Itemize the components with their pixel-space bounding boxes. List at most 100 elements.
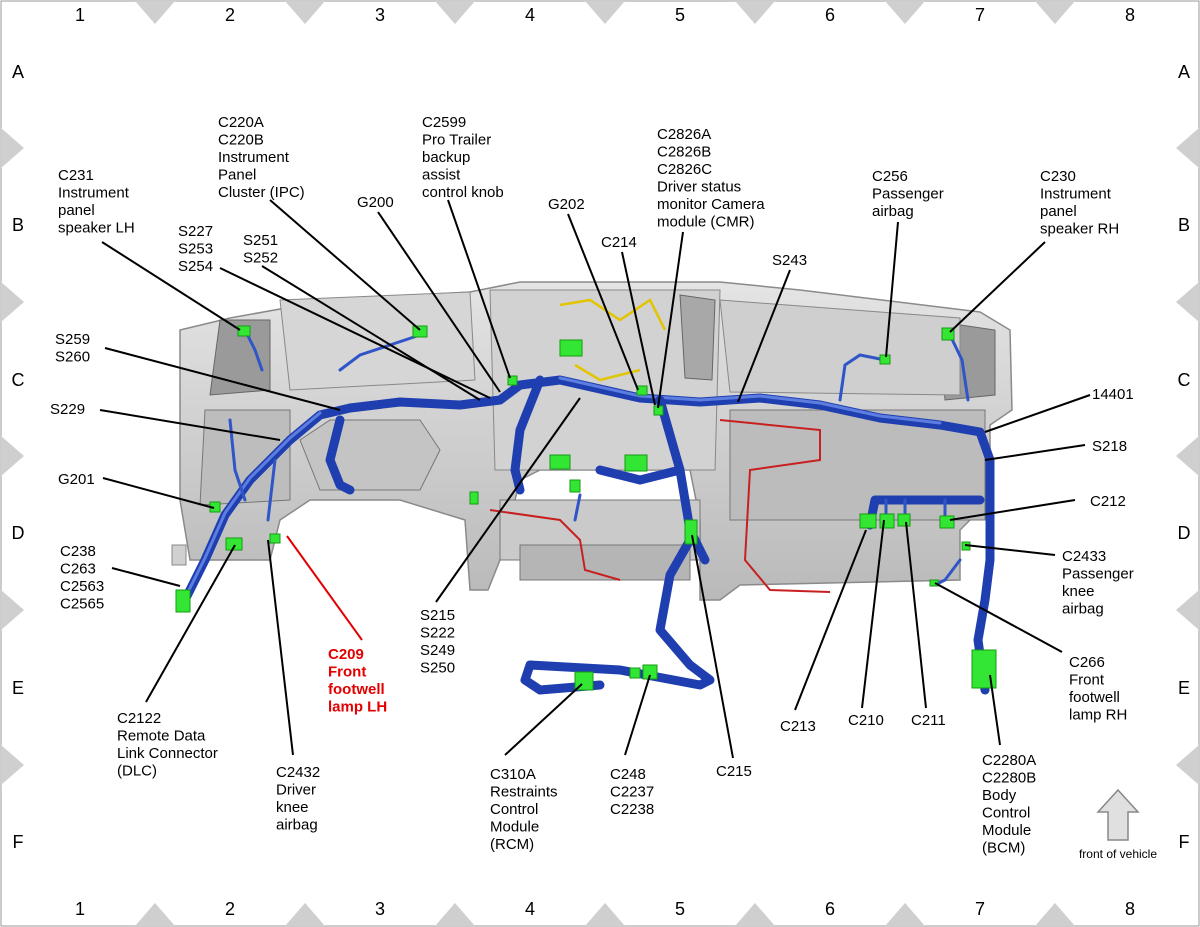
grid-label: D <box>1178 523 1191 543</box>
grid-label: D <box>12 523 25 543</box>
grid-marker <box>1 590 24 630</box>
callout-line: S249 <box>420 642 455 659</box>
grid-marker <box>1176 590 1199 630</box>
grid-label: B <box>12 215 24 235</box>
callout-line: G201 <box>58 471 95 488</box>
grid-marker <box>885 903 925 926</box>
callout-line: C212 <box>1090 493 1126 510</box>
grid-label: C <box>12 370 25 390</box>
callout-line: airbag <box>872 203 914 220</box>
grid-marker <box>885 1 925 24</box>
grid-marker <box>1035 1 1075 24</box>
callout-line: Control <box>982 805 1030 822</box>
grid-marker <box>285 903 325 926</box>
callout-line: S229 <box>50 401 85 418</box>
callout-line: (RCM) <box>490 836 534 853</box>
callout-line: (BCM) <box>982 840 1025 857</box>
callout-c215: C215 <box>716 763 752 780</box>
callout-c214: C214 <box>601 234 637 251</box>
callout-line: S252 <box>243 250 278 267</box>
callout-line: control knob <box>422 184 504 201</box>
grid-label: F <box>1179 832 1190 852</box>
grid-label: 3 <box>375 5 385 25</box>
callout-line: C2826B <box>657 144 711 161</box>
callout-line: C310A <box>490 766 536 783</box>
grid-label: 1 <box>75 5 85 25</box>
callout-line: C266 <box>1069 654 1105 671</box>
callout-line: (DLC) <box>117 763 157 780</box>
callout-g201: G201 <box>58 471 95 488</box>
grid-label: 2 <box>225 5 235 25</box>
callout-line: monitor Camera <box>657 196 765 213</box>
grid-label: E <box>12 678 24 698</box>
grid-marker <box>585 903 625 926</box>
callout-line: knee <box>276 799 309 816</box>
callout-line: S253 <box>178 241 213 258</box>
callout-c213: C213 <box>780 718 816 735</box>
callout-line: C210 <box>848 712 884 729</box>
grid-label: 6 <box>825 5 835 25</box>
callout-line: S259 <box>55 331 90 348</box>
callout-line: C230 <box>1040 168 1076 185</box>
callout-line: C2280A <box>982 752 1036 769</box>
front-of-vehicle-label: front of vehicle <box>1079 847 1157 861</box>
grid-marker <box>1 128 24 168</box>
grid-marker <box>735 1 775 24</box>
front-of-vehicle-indicator: front of vehicle <box>1079 788 1157 861</box>
grid-marker <box>585 1 625 24</box>
callout-line: C238 <box>60 543 96 560</box>
callout-c210: C210 <box>848 712 884 729</box>
grid-marker <box>1035 903 1075 926</box>
grid-marker <box>1176 282 1199 322</box>
grid-label: 7 <box>975 899 985 919</box>
callout-line: S215 <box>420 607 455 624</box>
grid-marker <box>435 903 475 926</box>
callout-line: footwell <box>328 681 385 698</box>
callout-line: assist <box>422 167 461 184</box>
callout-line: Front <box>328 664 366 681</box>
callout-line: C220A <box>218 114 264 131</box>
callout-line: S227 <box>178 223 213 240</box>
callout-line: panel <box>1040 203 1077 220</box>
callout-line: C214 <box>601 234 637 251</box>
callout-n14401: 14401 <box>1092 386 1134 403</box>
callout-line: Passenger <box>872 186 944 203</box>
callout-line: Restraints <box>490 784 558 801</box>
grid-label: E <box>1178 678 1190 698</box>
callout-line: Instrument <box>58 185 130 202</box>
callout-line: Instrument <box>1040 186 1112 203</box>
callout-line: C211 <box>911 712 946 729</box>
callout-line: Instrument <box>218 149 290 166</box>
grid-marker <box>1 436 24 476</box>
callout-line: Cluster (IPC) <box>218 184 305 201</box>
callout-line: Module <box>490 819 539 836</box>
callout-line: panel <box>58 202 95 219</box>
grid-marker <box>285 1 325 24</box>
callout-line: speaker LH <box>58 220 135 237</box>
callout-line: C2599 <box>422 114 466 131</box>
callout-line: C231 <box>58 167 94 184</box>
callout-line: C2238 <box>610 801 654 818</box>
grid-label: 5 <box>675 5 685 25</box>
callout-line: C2565 <box>60 596 104 613</box>
callout-line: C248 <box>610 766 646 783</box>
callout-s243: S243 <box>772 252 807 269</box>
callout-line: lamp RH <box>1069 707 1127 724</box>
grid-label: A <box>12 62 24 82</box>
callout-line: S251 <box>243 232 278 249</box>
callout-s218: S218 <box>1092 438 1127 455</box>
callout-line: C2280B <box>982 770 1036 787</box>
callout-g202: G202 <box>548 196 585 213</box>
